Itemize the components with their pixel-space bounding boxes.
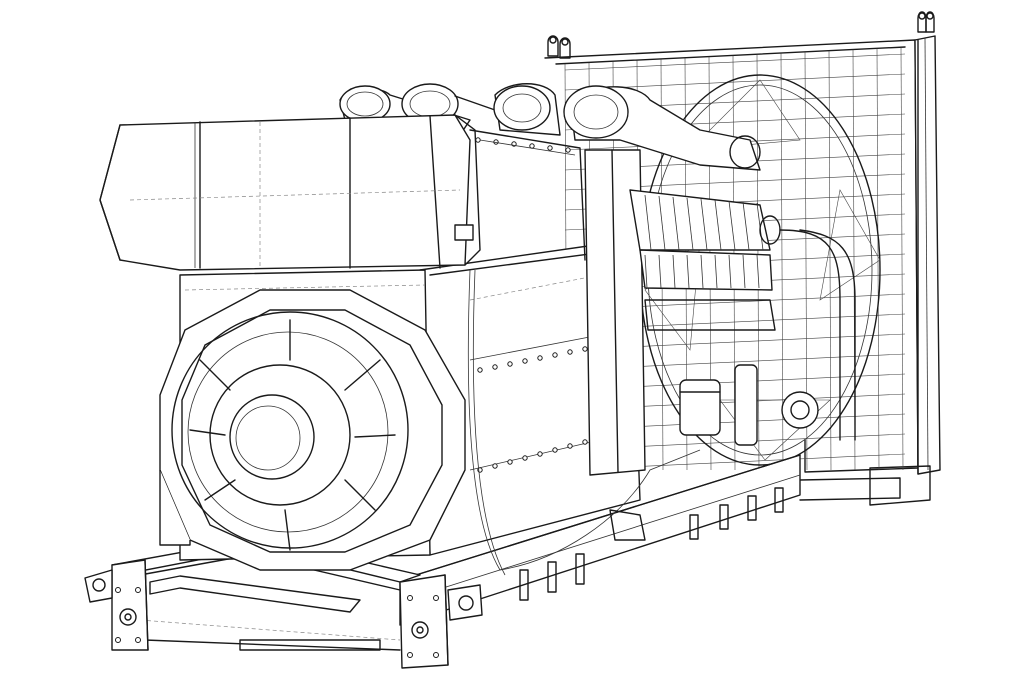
bolt — [529, 143, 535, 149]
grille-bar-v — [780, 53, 784, 471]
bolt — [537, 451, 543, 457]
cylinder-fin — [686, 197, 694, 251]
cylinder-fin — [644, 194, 652, 251]
exhaust-elbow — [759, 215, 856, 441]
cylinder-fin — [728, 254, 732, 289]
mounting-foot-left — [84, 559, 149, 651]
alternator — [159, 269, 466, 571]
oil-filter — [679, 364, 819, 446]
grille-bar-h — [564, 53, 906, 71]
intake-pipe-3 — [493, 83, 561, 136]
cylinder-fin — [742, 254, 746, 289]
alternator-end-cover — [171, 311, 409, 549]
alternator-vents — [189, 319, 396, 551]
lifting-eye-right-2 — [925, 11, 935, 33]
cylinder-fin — [756, 254, 760, 289]
cylinder-fin — [686, 254, 690, 289]
intake-pipe-4 — [563, 85, 761, 171]
mounting-feet — [84, 559, 483, 669]
bolt — [567, 349, 573, 355]
mounting-foot-right — [399, 574, 483, 669]
bolt — [565, 147, 571, 153]
bolt — [522, 358, 528, 364]
grille-bar-v — [828, 50, 832, 471]
bolt — [567, 443, 573, 449]
bolt — [552, 352, 558, 358]
bolt — [552, 447, 558, 453]
cylinder-fin — [700, 198, 708, 251]
bolt — [582, 346, 588, 352]
bolt — [507, 361, 513, 367]
cylinder-fin — [742, 201, 750, 251]
rail-slots — [519, 487, 784, 601]
lifting-eyes — [547, 11, 935, 59]
cylinder-fin — [672, 254, 676, 289]
bolt — [537, 355, 543, 361]
bolt — [475, 137, 481, 143]
grille-bar-v — [876, 48, 880, 471]
cylinder-fin — [672, 196, 680, 251]
cylinder-heads — [629, 189, 776, 331]
cylinder-fin — [658, 254, 662, 289]
grille-bar-v — [900, 47, 904, 471]
bolt — [477, 367, 483, 373]
air-filter-housing — [99, 114, 586, 271]
bolt — [522, 455, 528, 461]
cylinder-fin — [728, 200, 736, 251]
cylinder-fin — [658, 195, 666, 251]
lifting-eye-left-1 — [547, 35, 559, 57]
cylinder-fin — [700, 254, 704, 289]
cylinder-fin — [714, 199, 722, 251]
engine-bolts — [475, 137, 588, 473]
bolt — [492, 364, 498, 370]
bolt — [507, 459, 513, 465]
bolt — [547, 145, 553, 151]
lifting-eye-right-1 — [917, 11, 927, 33]
cylinder-fin — [714, 254, 718, 289]
cylinder-fin — [644, 254, 648, 289]
lifting-eye-left-2 — [559, 37, 571, 59]
bolt — [492, 463, 498, 469]
bolt — [582, 439, 588, 445]
radiator — [544, 35, 941, 506]
